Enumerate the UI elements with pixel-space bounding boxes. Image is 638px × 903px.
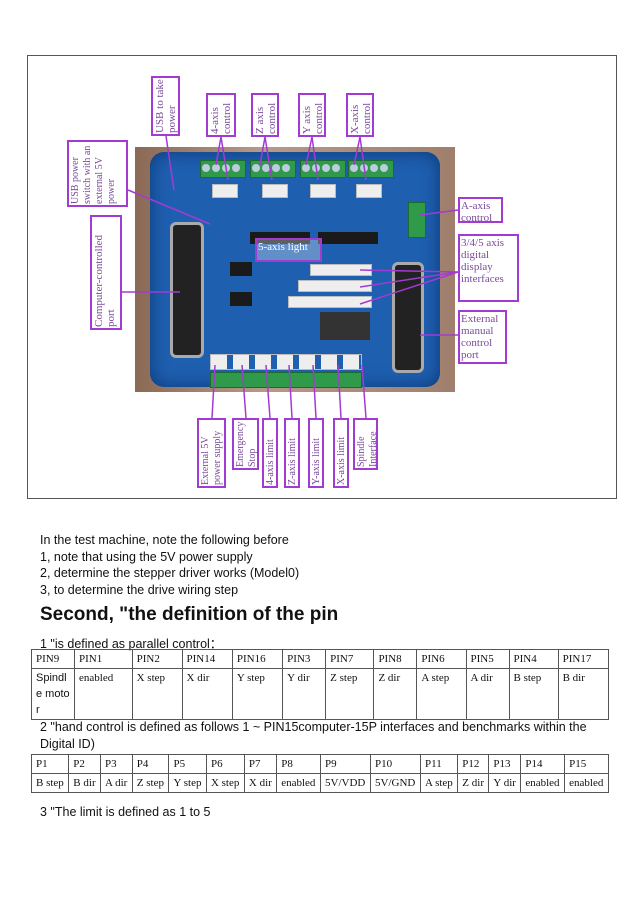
header-cell: PIN8	[373, 649, 418, 669]
table-cell: Z dir	[373, 668, 418, 720]
label-x-axis-limit: X-axis limit	[333, 418, 349, 488]
table-cell: 5V/VDD	[320, 773, 371, 793]
header-cell: P5	[168, 754, 207, 774]
table-cell: enabled	[520, 773, 566, 793]
table-cell: Z step	[131, 773, 170, 793]
label-emergency-stop: Emergency Stop	[232, 418, 259, 470]
table-cell: enabled	[276, 773, 321, 793]
header-cell: PIN4	[508, 649, 559, 669]
header-cell: P8	[276, 754, 321, 774]
header-cell: PIN3	[282, 649, 327, 669]
header-cell: P4	[131, 754, 170, 774]
label-usb-switch: USB power switch with an external 5V pow…	[67, 140, 128, 207]
hand-control-caption: 2 "hand control is defined as follows 1 …	[40, 720, 587, 751]
label-z-axis-control: Z axis control	[251, 93, 279, 137]
header-cell: PIN16	[231, 649, 284, 669]
label-5-axis-light: 5-axis light	[255, 238, 322, 262]
table-cell: X step	[131, 668, 183, 720]
label-a-axis-control: A-axis control	[458, 197, 503, 224]
section-heading: Second, "the definition of the pin	[40, 604, 339, 625]
controller-board	[150, 152, 440, 388]
step-2: 2, determine the stepper driver works (M…	[40, 566, 300, 580]
header-cell: P14	[520, 754, 566, 774]
label-y-axis-control: Y axis control	[298, 93, 326, 137]
header-cell: PIN1	[74, 649, 133, 669]
header-cell: PIN17	[557, 649, 610, 669]
table-cell: A dir	[465, 668, 510, 720]
table-cell: Y step	[168, 773, 207, 793]
step-3: 3, to determine the drive wiring step	[40, 583, 239, 597]
header-cell: P13	[488, 754, 522, 774]
table-cell: B dir	[557, 668, 610, 720]
label-x-axis-control: X-axis control	[346, 93, 374, 137]
label-external-5v: External 5V power supply	[197, 418, 226, 488]
table-cell: B step	[30, 773, 70, 793]
label-usb-power: USB to take power	[151, 76, 180, 136]
header-cell: P2	[68, 754, 102, 774]
label-z-axis-limit: Z-axis limit	[284, 418, 300, 488]
table-cell: Y step	[231, 668, 284, 720]
header-cell: P9	[320, 754, 371, 774]
label-spindle-interface: Spindle Interface	[353, 418, 379, 470]
header-cell: P10	[370, 754, 421, 774]
header-cell: PIN14	[181, 649, 233, 669]
table-cell: A step	[416, 668, 467, 720]
intro-text: In the test machine, note the following …	[40, 533, 289, 547]
table-cell: X dir	[181, 668, 233, 720]
header-cell: PIN2	[131, 649, 183, 669]
label-4-axis-control: 4-axis control	[206, 93, 236, 137]
table-cell: enabled	[564, 773, 609, 793]
header-cell: P11	[419, 754, 459, 774]
table-cell: Y dir	[488, 773, 522, 793]
label-digital-display: 3/4/5 axis digital display interfaces	[458, 234, 519, 302]
header-cell: P3	[100, 754, 133, 774]
parallel-control-caption: 1 "is defined as parallel control：	[40, 637, 223, 651]
header-cell: P1	[30, 754, 70, 774]
table-cell: 5V/GND	[370, 773, 421, 793]
table-cell: X dir	[243, 773, 278, 793]
header-cell: P6	[205, 754, 245, 774]
header-cell: PIN6	[416, 649, 467, 669]
label-manual-control-port: External manual control port	[458, 310, 507, 364]
header-cell: PIN5	[465, 649, 510, 669]
header-cell: PIN7	[325, 649, 375, 669]
table-cell: B step	[508, 668, 559, 720]
limit-caption: 3 "The limit is defined as 1 to 5	[40, 805, 211, 819]
label-y-axis-limit: Y-axis limit	[308, 418, 324, 488]
label-4-axis-limit: 4-axis limit	[262, 418, 278, 488]
table-cell: Z step	[325, 668, 375, 720]
header-cell: P7	[243, 754, 278, 774]
table-cell: A dir	[100, 773, 133, 793]
table-cell: B dir	[68, 773, 102, 793]
table-cell: Z dir	[457, 773, 490, 793]
table-cell: Spindle motor	[31, 668, 75, 720]
table-cell: Y dir	[282, 668, 327, 720]
table-cell: A step	[419, 773, 459, 793]
header-cell: PIN9	[31, 649, 75, 669]
table-cell: X step	[205, 773, 245, 793]
table-cell: enabled	[74, 668, 133, 720]
header-cell: P15	[564, 754, 609, 774]
label-computer-port: Computer-controlled port	[90, 215, 122, 330]
step-1: 1, note that using the 5V power supply	[40, 550, 253, 564]
header-cell: P12	[457, 754, 490, 774]
